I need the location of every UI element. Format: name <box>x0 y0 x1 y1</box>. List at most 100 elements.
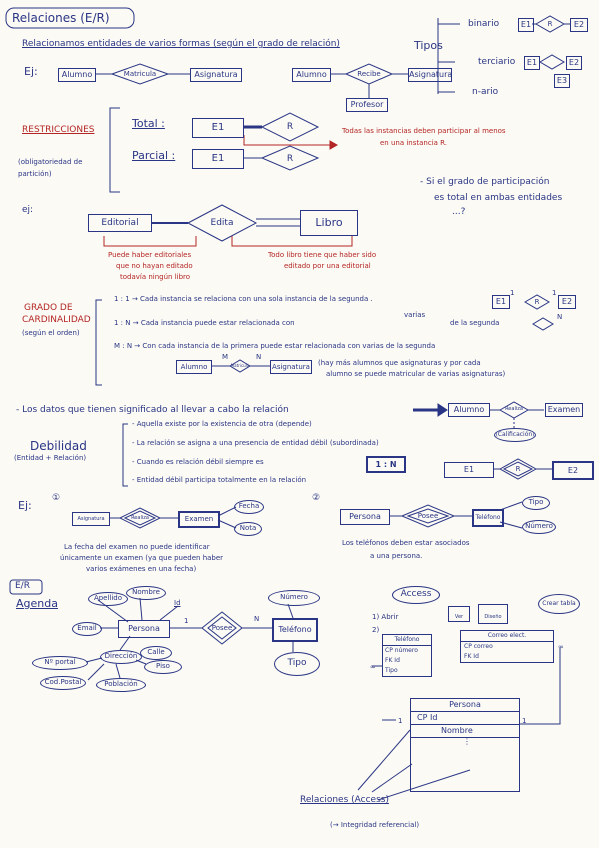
entity-editorial: Editorial <box>88 214 152 232</box>
parcial-r: R <box>286 154 294 164</box>
cardinalidad-title-3: (según el orden) <box>22 329 80 337</box>
tipo-ternario-e2: E2 <box>566 56 582 70</box>
tipo-binario-r: R <box>547 20 553 28</box>
card-1-1-e2: E2 <box>558 295 576 309</box>
persona-table-row: Nombre <box>411 725 519 738</box>
ej-debil-persona: Persona <box>340 509 390 525</box>
agenda-card-1: 1 <box>184 617 189 625</box>
card-mn-rel: Matricula <box>230 363 250 368</box>
ej-debil-number-1: ① <box>52 493 61 503</box>
debilidad-e1: E1 <box>444 462 494 478</box>
agenda-attr-tipo: Tipo <box>274 652 320 676</box>
libro-note-1: Todo libro tiene que haber sido <box>268 251 377 259</box>
entity-profesor: Profesor <box>346 98 388 112</box>
restricciones-title: RESTRICCIONES <box>22 125 95 135</box>
page-title: Relaciones (E/R) <box>12 11 110 25</box>
card-1-1-one-b: 1 <box>552 289 557 297</box>
agenda-attr-direccion: Dirección <box>100 650 142 664</box>
debilidad-bullet-3: - Cuando es relación débil siempre es <box>132 458 264 466</box>
tipo-binario-e1: E1 <box>518 18 534 32</box>
card-mn-note-1: (hay más alumnos que asignaturas y por c… <box>318 359 481 367</box>
card-mn-asignatura: Asignatura <box>270 360 312 374</box>
label-parcial: Parcial : <box>132 149 176 162</box>
access-crear-tabla[interactable]: Crear tabla <box>538 594 580 614</box>
card-1-1-e1: E1 <box>492 295 510 309</box>
entity-alumno: Alumno <box>58 68 96 82</box>
agenda-attr-poblacion: Población <box>96 678 146 692</box>
debilidad-1n-box: 1 : N <box>366 456 406 473</box>
access-diseno-icon[interactable]: Diseño <box>478 604 508 624</box>
relation-recibe: Recibe <box>357 70 381 78</box>
ej-debil-telefono: Teléfono <box>472 509 504 527</box>
ej-debil-posee: Posee <box>417 512 439 520</box>
card-1-n-label: N <box>557 313 563 321</box>
datos-alumno: Alumno <box>448 403 490 417</box>
card-mn-n: N <box>256 353 262 361</box>
debilidad-bullet-4: - Entidad débil participa totalmente en … <box>132 476 307 484</box>
ej-debil-note-2: únicamente un examen (ya que pueden habe… <box>60 554 224 562</box>
persona-table-more: ⋮ <box>463 737 471 746</box>
agenda-attr-num-portal: Nº portal <box>32 656 88 670</box>
section-intro: Relacionamos entidades de varios formas … <box>22 39 340 49</box>
debilidad-e2: E2 <box>552 461 594 480</box>
agenda-er-label: E/R <box>15 581 30 591</box>
cardinalidad-1-n: 1 : N → Cada instancia puede estar relac… <box>114 319 295 327</box>
tipo-ternario: terciario <box>478 57 516 67</box>
entity-libro: Libro <box>300 210 358 236</box>
datos-examen: Examen <box>545 403 583 417</box>
tipo-binario-e2: E2 <box>570 18 588 32</box>
correo-table-row: CP correo <box>464 643 493 650</box>
entity-asignatura-2: Asignatura <box>408 68 452 82</box>
access-step-2: 2) <box>372 626 380 634</box>
libro-note-2: editado por una editorial <box>284 262 371 270</box>
tel-table-row: FK Id <box>385 657 400 664</box>
datos-attr: (Calificación) <box>494 428 536 442</box>
cardinalidad-1-1: 1 : 1 → Cada instancia se relaciona con … <box>114 295 373 303</box>
access-ver-icon[interactable]: Ver <box>448 606 470 622</box>
card-1-1-r: R <box>534 298 540 306</box>
tel-table-title: Teléfono <box>383 635 431 646</box>
agenda-attr-nombre: Nombre <box>126 586 166 600</box>
ej-debil-numero: Número <box>522 520 556 534</box>
relation-edita: Edita <box>210 218 234 228</box>
entity-asignatura: Asignatura <box>190 68 242 82</box>
total-note-line-2: en una instancia R. <box>380 139 448 147</box>
editorial-note-1: Puede haber editoriales <box>108 251 192 259</box>
editorial-note-2: que no hayan editado <box>116 262 193 270</box>
access-step-1: 1) Abrir <box>372 613 399 621</box>
ej-debil-realiza: Realiza <box>131 515 149 521</box>
datos-line: - Los datos que tienen significado al ll… <box>16 405 289 415</box>
ej-debil-nota: Nota <box>234 522 262 536</box>
card-mn-m: M <box>222 353 229 361</box>
tipo-binario: binario <box>468 19 500 29</box>
access-card-one-a: 1 <box>398 717 403 725</box>
restricciones-subtitle: (obligatoriedad de partición) <box>18 158 83 178</box>
access-card-one-b: 1 <box>522 717 527 725</box>
debilidad-subtitle: (Entidad + Relación) <box>14 454 87 462</box>
agenda-attr-id: Id <box>174 599 181 607</box>
agenda-attr-calle: Calle <box>140 646 172 660</box>
debilidad-bullet-2: - La relación se asigna a una presencia … <box>132 439 379 447</box>
access-table-correo: Correo elect. CP correo FK Id <box>460 630 554 663</box>
ej-debil-note2-2: a una persona. <box>370 552 423 560</box>
ej-debil-note2-1: Los teléfonos deben estar asociados <box>342 539 470 547</box>
cardinalidad-m-n: M : N → Con cada instancia de la primera… <box>114 342 436 350</box>
correo-table-row: FK Id <box>464 653 479 660</box>
tipo-n-ario: n-ario <box>472 87 499 97</box>
agenda-attr-piso: Piso <box>144 660 182 674</box>
persona-table-title: Persona <box>411 699 519 712</box>
debilidad-bullet-1: - Aquella existe por la existencia de ot… <box>132 420 312 428</box>
datos-rel: Realiza <box>505 406 523 412</box>
agenda-attr-apellido: Apellido <box>88 592 128 606</box>
entity-alumno-2: Alumno <box>292 68 331 82</box>
persona-table-row: CP Id <box>411 712 519 725</box>
cardinalidad-title-2: CARDINALIDAD <box>22 315 91 325</box>
agenda-entity-persona: Persona <box>118 620 170 638</box>
access-table-persona: Persona CP Id Nombre ⋮ <box>410 698 520 792</box>
agenda-attr-cod-postal: Cod.Postal <box>40 676 86 690</box>
tipo-ternario-e1: E1 <box>524 56 540 70</box>
ej-debil-number-2: ② <box>312 493 321 503</box>
access-title: Access <box>392 586 440 604</box>
agenda-attr-numero: Número <box>268 590 320 606</box>
